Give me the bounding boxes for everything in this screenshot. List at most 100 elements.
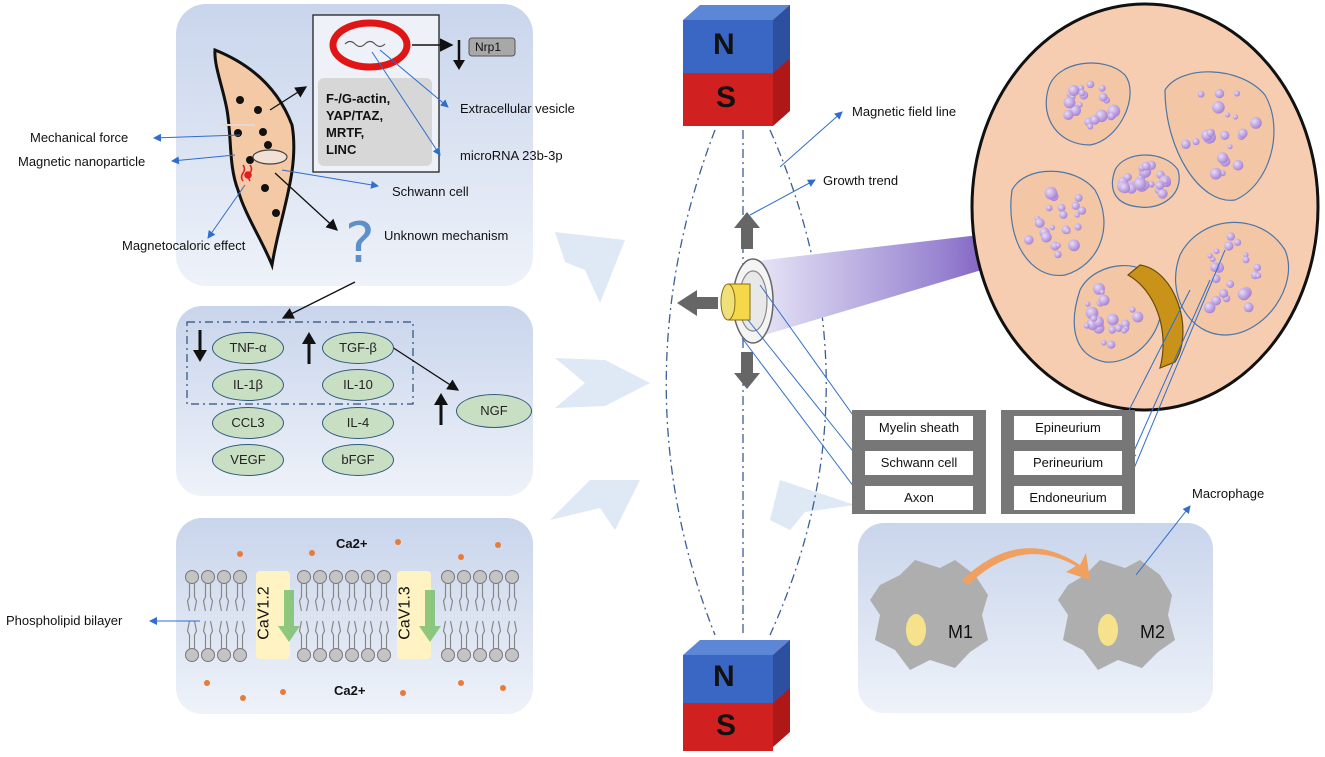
cav13-label: CaV1.3 (396, 586, 414, 640)
axon-dot (1225, 112, 1231, 118)
field-line-label: Magnetic field line (852, 104, 957, 119)
lipid-head (233, 648, 247, 662)
cytokine-tgfb: TGF-β (322, 332, 394, 364)
axon-dot (1106, 313, 1119, 326)
lipid-head (457, 648, 471, 662)
axon-dot (1121, 327, 1128, 334)
lipid-tail (346, 620, 351, 649)
lipid-tail (209, 583, 214, 612)
ca-bottom-label: Ca2+ (334, 683, 366, 698)
lipid-tail (234, 583, 239, 612)
axon-dot (1098, 294, 1110, 306)
magnet-top-s: S (716, 81, 737, 114)
axon-dot (1071, 201, 1080, 210)
lipid-tail (186, 620, 191, 649)
lipid-tail (330, 583, 335, 612)
axon-dot (1108, 326, 1117, 334)
lipid-tail (305, 583, 310, 612)
schwann-cell-label: Schwann cell (392, 184, 469, 199)
microrna-label: microRNA 23b-3p (460, 148, 563, 163)
axon-dot (1162, 178, 1169, 185)
axon-dot (1214, 88, 1225, 99)
axon-dot (1068, 239, 1080, 252)
lipid-tail (378, 583, 383, 612)
magnetocaloric-label: Magnetocaloric effect (122, 238, 246, 253)
heat-icon (240, 164, 253, 182)
axon-dot (1054, 250, 1062, 259)
axon-label: Axon (864, 485, 974, 511)
lipid-tail (330, 620, 335, 649)
lipid-head (233, 570, 247, 584)
axon-dot (1114, 324, 1123, 333)
lipid-tail (186, 583, 191, 612)
axon-dot (1213, 248, 1220, 255)
lipid-tail (193, 620, 198, 649)
axon-dot (1077, 206, 1087, 215)
lipid-tail (449, 620, 454, 649)
axon-dot (1040, 231, 1052, 243)
lipid-head (313, 570, 327, 584)
axon-dot (1212, 101, 1225, 114)
axon-dot (1216, 152, 1229, 164)
magnet-top-n: N (713, 28, 735, 61)
axon-dot (1034, 217, 1045, 228)
lipid-tail (241, 620, 246, 649)
vesicle-line-4: LINC (326, 142, 357, 157)
lipid-head (201, 648, 215, 662)
cytokine-ccl3: CCL3 (212, 407, 284, 439)
lipid-head (505, 648, 519, 662)
m1-label: M1 (948, 622, 974, 642)
axon-dot (1253, 263, 1262, 272)
cytokine-tnf: TNF-α (212, 332, 284, 364)
lipid-tail (490, 620, 495, 649)
axon-dot (1192, 138, 1200, 146)
lipid-head (345, 648, 359, 662)
lipid-tail (385, 620, 390, 649)
cytokine-ngf: NGF (456, 394, 532, 428)
schwann-cell-box-label: Schwann cell (864, 450, 974, 476)
macrophage-label: Macrophage (1192, 486, 1265, 501)
cytokine-dashed-box (186, 321, 414, 405)
axon-dot (1068, 85, 1080, 96)
lipid-tail (362, 620, 367, 649)
lipid-tail (481, 620, 486, 649)
growth-arrows (677, 212, 760, 389)
axon-dot (1250, 117, 1262, 129)
axon-dot (1064, 228, 1071, 234)
lipid-tail (362, 583, 367, 612)
magnet-bottom-n: N (713, 660, 735, 693)
axon-dot (1224, 241, 1234, 251)
lipid-tail (337, 620, 342, 649)
lipid-tail (225, 620, 230, 649)
lipid-tail (497, 620, 502, 649)
lipid-head (201, 570, 215, 584)
axon-dot (1074, 212, 1080, 218)
extracellular-vesicle-label: Extracellular vesicle (460, 101, 575, 116)
lipid-tail (490, 583, 495, 612)
calcium-ions (204, 539, 506, 701)
phospholipid-label: Phospholipid bilayer (6, 613, 123, 628)
lipid-head (441, 570, 455, 584)
axon-dot (1237, 287, 1251, 301)
channel-panel (176, 518, 533, 714)
lipid-head (185, 648, 199, 662)
axon-dot (1141, 161, 1151, 171)
axon-dot (1219, 288, 1229, 298)
axon-dot (1107, 340, 1116, 349)
axon-dot (1045, 204, 1053, 212)
axon-dot (1057, 204, 1066, 212)
lipid-tail (506, 620, 511, 649)
mechanical-force-label: Mechanical force (30, 130, 129, 145)
axon-dot (1227, 144, 1233, 150)
lipid-head (361, 570, 375, 584)
vesicle-line-3: MRTF, (326, 125, 365, 140)
lipid-tail (474, 583, 479, 612)
lipid-tail (442, 583, 447, 612)
lipid-head (489, 648, 503, 662)
epineurium-label: Epineurium (1013, 415, 1123, 441)
magnet-bottom-s: S (716, 709, 737, 742)
lipid-head (441, 648, 455, 662)
axon-dot (1024, 235, 1034, 245)
magnetic-nanoparticle-label: Magnetic nanoparticle (18, 154, 146, 169)
lipid-tail (337, 583, 342, 612)
